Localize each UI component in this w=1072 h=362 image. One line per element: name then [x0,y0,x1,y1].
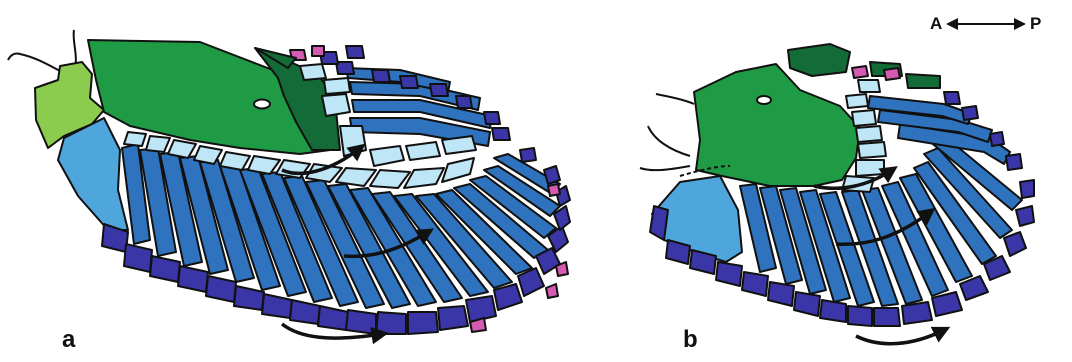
proximal-element [370,146,404,166]
panel-a-foramen [254,100,270,109]
proximal-element [146,136,170,152]
distal-element [848,306,872,326]
proximal-element [324,78,350,94]
distal-element [492,128,510,140]
panel-b-antenna-1 [648,126,690,156]
proximal-element [858,142,886,158]
panel-a-light-blue-element [58,118,128,230]
pink-element [546,284,558,298]
axis-orientation-key: A P [930,13,1046,35]
proximal-element [852,110,876,126]
distal-element [124,244,152,272]
distal-element [962,106,978,120]
distal-element [520,148,536,162]
proximal-element [322,94,350,116]
distal-element [346,46,364,58]
distal-element [376,312,406,334]
distal-element [820,300,846,322]
proximal-element [406,142,440,160]
pink-element [312,46,324,56]
panel-b-dark-green-element [788,44,850,76]
distal-element [794,292,820,316]
distal-element [902,302,932,324]
panel-a-diagram [8,30,570,334]
distal-element [234,286,264,310]
pink-element [852,66,868,78]
proximal-element [248,156,280,174]
distal-element [206,276,236,302]
panel-b-diagram [640,44,1034,326]
distal-element [768,282,794,306]
distal-element [874,308,900,326]
distal-element [1020,180,1034,198]
proximal-element [442,136,476,154]
proximal-element [856,126,882,142]
panel-a-label: a [62,326,75,354]
proximal-element [442,158,474,182]
proximal-element [220,152,250,170]
distal-element [346,310,376,334]
distal-element [716,262,742,286]
distal-element [430,84,448,96]
panel-b-foramen [757,96,771,104]
panel-b-label: b [683,326,698,354]
distal-element [408,312,438,334]
distal-element [456,96,472,108]
distal-element [318,306,348,330]
pink-element [548,184,560,196]
proximal-element [300,64,326,80]
proximal-element [858,80,880,92]
distal-element [990,132,1004,146]
distal-element [494,284,522,310]
proximal-element [856,160,884,176]
distal-element [1006,154,1022,170]
proximal-element [168,140,196,158]
panel-b-medium-green-element [694,64,860,186]
distal-element [400,76,418,88]
panel-b-dark-green-fragment [906,74,940,88]
distal-element [944,92,960,104]
distal-element [372,70,390,82]
distal-element [742,272,768,296]
anterior-label: A [930,14,942,34]
panel-b-antenna-2 [640,166,690,170]
posterior-label: P [1030,14,1041,34]
proximal-element [370,170,410,188]
distal-element [150,256,180,282]
panel-a-antenna-2 [8,53,62,72]
pink-element [884,68,900,80]
distal-element [484,112,500,124]
distal-element [1016,206,1034,226]
proximal-element [336,168,376,186]
proximal-element [846,94,868,108]
distal-element [932,292,962,316]
distal-element [650,206,668,240]
distal-element [262,294,292,318]
double-headed-arrow-icon [946,15,1026,33]
distal-element [1004,232,1026,256]
distal-element [290,300,320,324]
proximal-element [124,132,146,146]
distal-element [544,166,560,184]
proximal-element [276,160,310,178]
distal-element [438,306,468,330]
distal-element [178,266,208,292]
arrow-icon [856,330,944,344]
panel-b-antenna-3 [656,94,694,104]
